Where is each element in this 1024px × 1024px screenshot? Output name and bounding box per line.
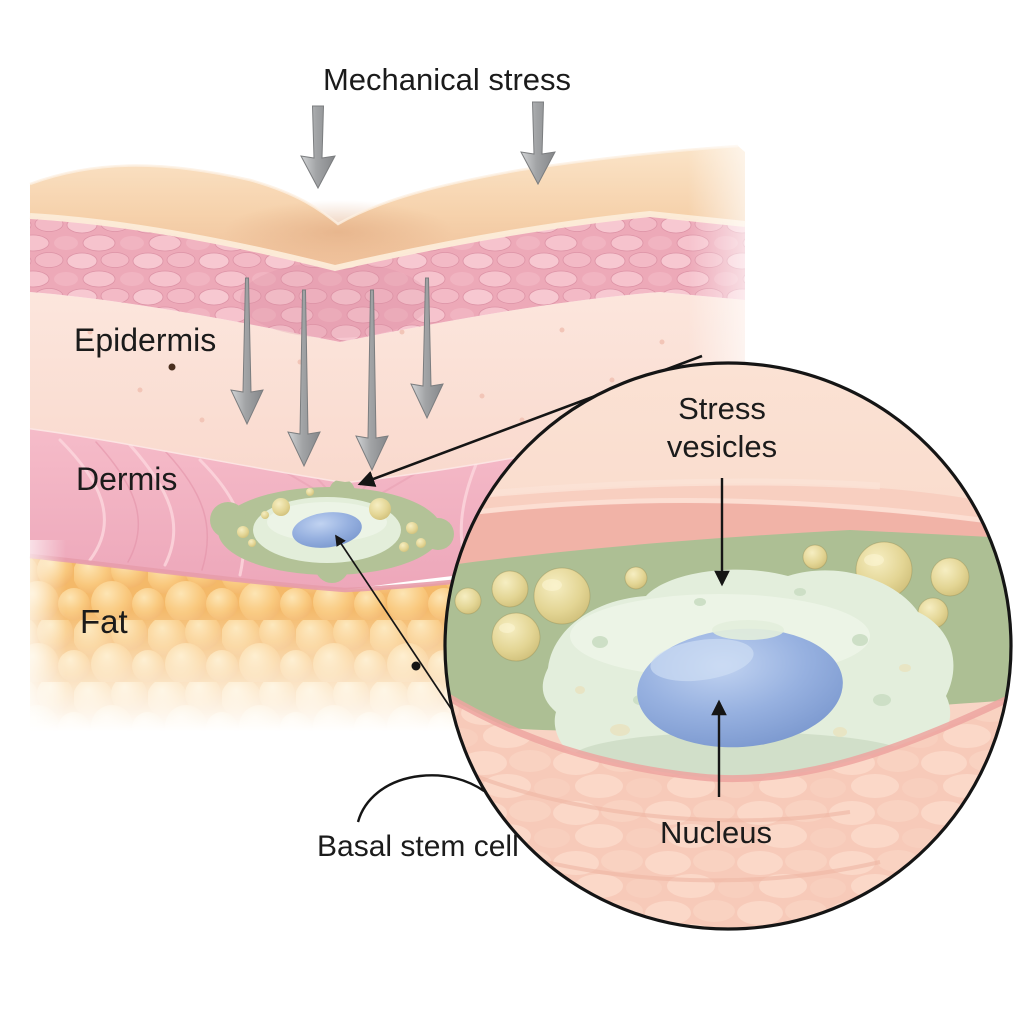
basal-stem-cell-leader-line [356, 774, 485, 823]
stress-vesicle [802, 544, 828, 570]
compression-arrow [300, 105, 336, 190]
skin-surface-layer [29, 144, 746, 272]
nucleus-label: Nucleus [660, 815, 772, 850]
compression-arrow [355, 289, 389, 472]
skin-mole-speck [168, 363, 176, 371]
compression-arrow [230, 277, 264, 426]
inset-circle-border [443, 361, 1013, 931]
stress-vesicle [533, 567, 591, 625]
compression-arrow [287, 289, 321, 468]
block-right-fade [688, 130, 780, 380]
fat-label: Fat [80, 603, 128, 640]
basal-stem-cell-in-dermis [210, 479, 454, 583]
magnifier-callout-line-lower [335, 534, 453, 711]
stress-vesicle [624, 566, 648, 590]
small-stress-vesicles [237, 488, 426, 552]
callout-dot [411, 661, 421, 671]
compression-arrow [520, 101, 556, 186]
epidermis-label: Epidermis [74, 322, 217, 358]
stress-vesicle [454, 587, 482, 615]
basal-stem-cell-label: Basal stem cell [317, 830, 519, 863]
mechanical-stress-arrows [230, 101, 556, 472]
magnified-inset [443, 361, 1013, 931]
dermis-label: Dermis [76, 461, 178, 497]
mechanical-stress-label: Mechanical stress [322, 62, 572, 97]
block-left-fade [20, 540, 66, 745]
stratum-layer [30, 214, 745, 342]
stress-vesicle [491, 570, 529, 608]
stress-vesicles-label: Stress vesicles [666, 391, 778, 464]
basal-stem-cell-body [542, 569, 954, 802]
stress-vesicle [930, 557, 970, 597]
stress-vesicle [491, 612, 541, 662]
inset-tissue-bottom [445, 690, 1011, 929]
compression-arrow [410, 277, 444, 420]
